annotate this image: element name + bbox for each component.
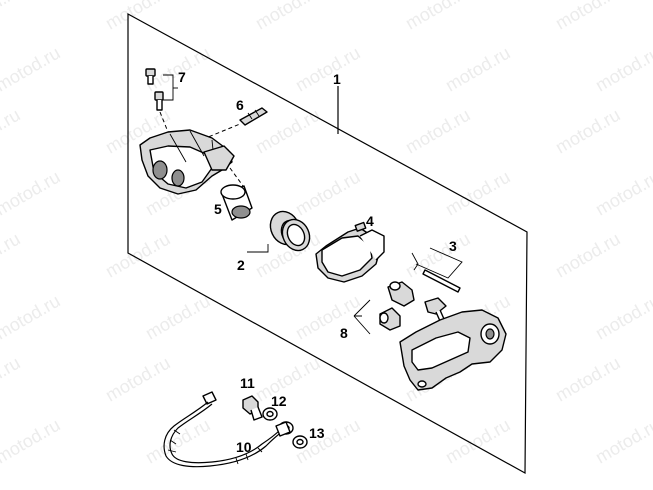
pad-pin-part bbox=[411, 247, 463, 293]
banjo-bolt-part bbox=[242, 395, 263, 421]
piston-part bbox=[220, 184, 253, 221]
callout-8: 8 bbox=[340, 325, 348, 341]
caliper-bracket-part bbox=[399, 309, 507, 391]
assembly-frame bbox=[127, 12, 528, 475]
leader-8 bbox=[353, 299, 371, 335]
callout-10: 10 bbox=[236, 439, 252, 455]
brake-pad-part bbox=[315, 221, 385, 283]
assembly-axis bbox=[159, 111, 169, 133]
brake-hose-part bbox=[163, 391, 291, 468]
callout-2: 2 bbox=[237, 257, 245, 273]
leader-2 bbox=[247, 244, 269, 253]
callout-11: 11 bbox=[240, 375, 255, 391]
callout-6: 6 bbox=[236, 97, 244, 113]
pad-spring-part bbox=[239, 107, 268, 126]
seal-ring-part bbox=[269, 210, 311, 252]
callout-12: 12 bbox=[271, 393, 287, 409]
callout-1: 1 bbox=[333, 71, 341, 87]
callout-5: 5 bbox=[214, 201, 222, 217]
callout-13: 13 bbox=[309, 425, 325, 441]
caliper-part bbox=[139, 129, 235, 195]
callout-4: 4 bbox=[366, 213, 374, 229]
callout-3: 3 bbox=[449, 238, 457, 254]
washer-part-12 bbox=[262, 407, 278, 421]
callout-7: 7 bbox=[178, 69, 186, 85]
slide-pin-part bbox=[379, 281, 449, 331]
bleed-screw-part bbox=[145, 68, 178, 111]
